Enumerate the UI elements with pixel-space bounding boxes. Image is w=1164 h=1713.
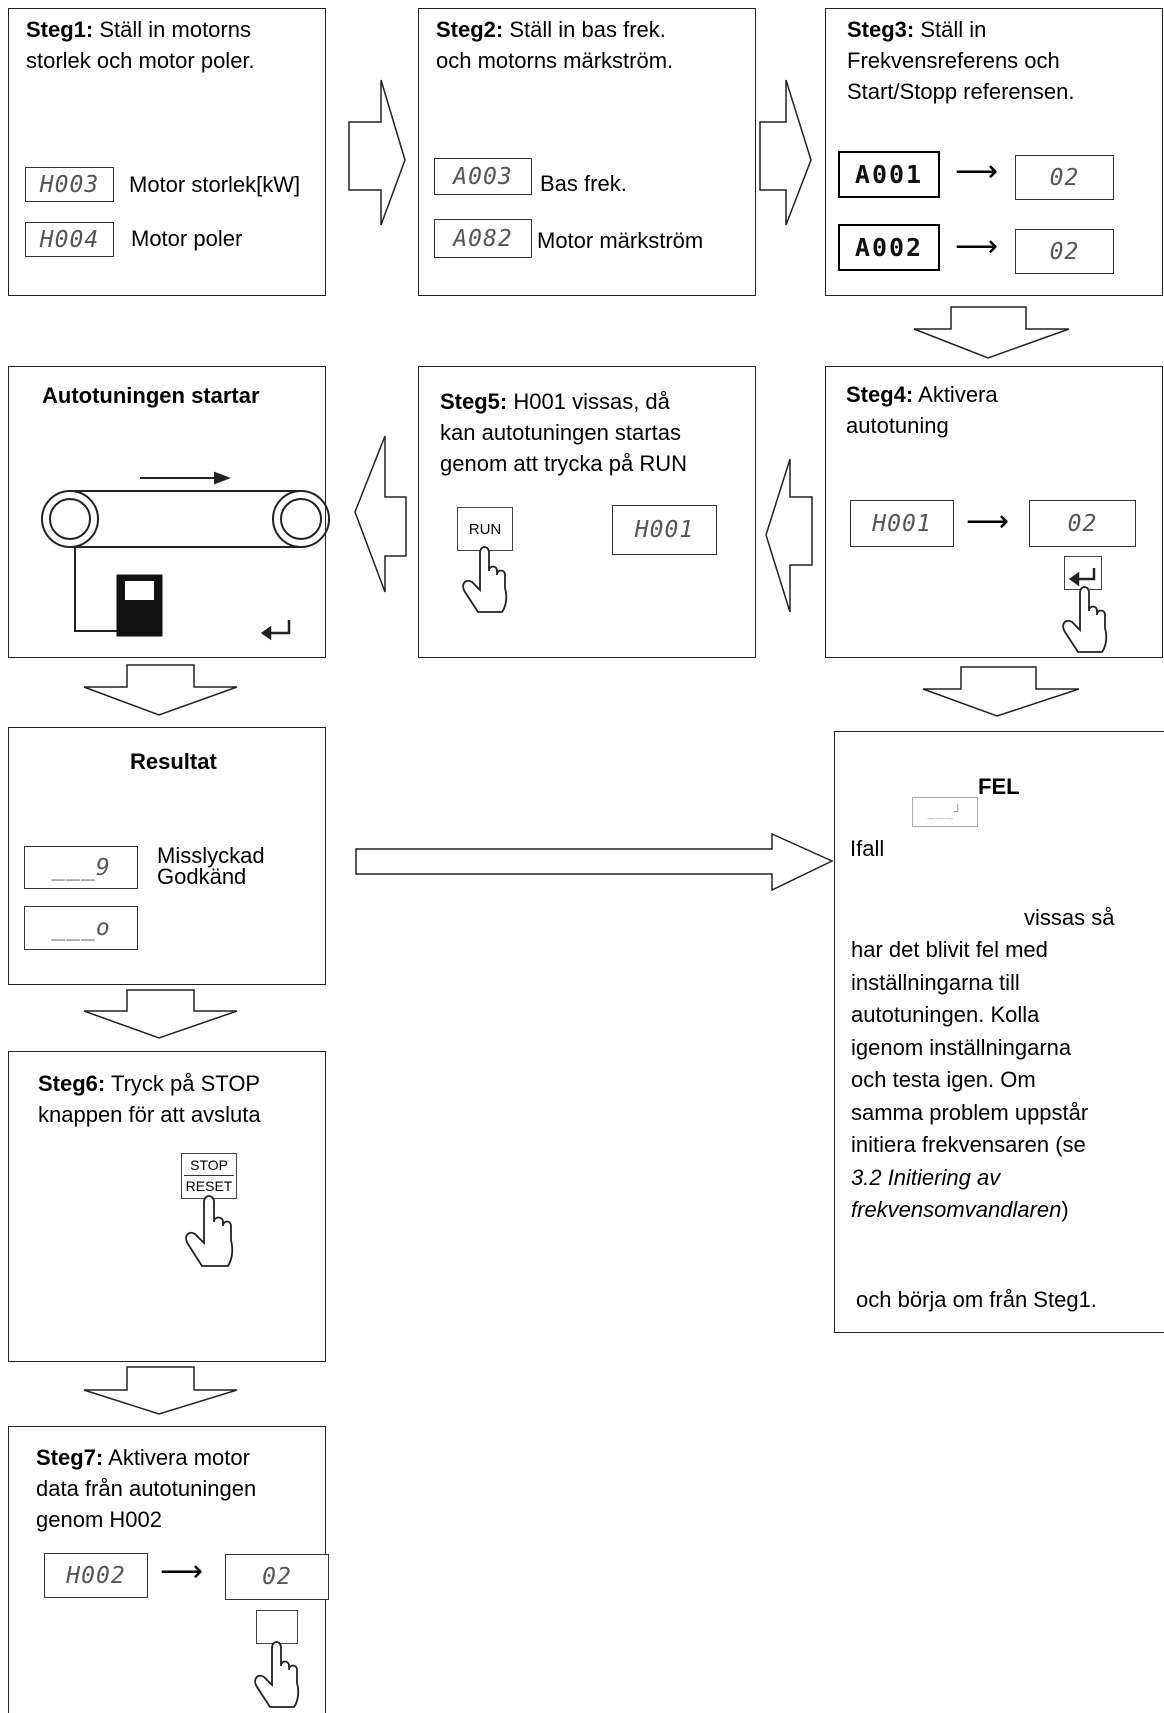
conveyor-diagram — [41, 471, 330, 632]
fel-vissas: vissas så — [1024, 905, 1115, 930]
label-motor-markstrom: Motor märkström — [537, 228, 704, 253]
stop-reset-key[interactable]: STOP RESET — [181, 1153, 237, 1199]
flow-arrow-result-fel — [355, 832, 834, 892]
enter-glyph-step7 — [260, 620, 291, 641]
step6-text: Steg6: Tryck på STOP knappen för att avs… — [38, 1071, 261, 1127]
step4-text: Steg4: Aktivera autotuning — [846, 382, 998, 438]
display-h001-value: 02 — [1029, 500, 1136, 547]
arrow-a002: ⟶ — [955, 230, 999, 263]
flow-arrow-result-step6 — [83, 989, 238, 1039]
flow-arrow-auto-result — [83, 664, 238, 716]
display-h001-step5: H001 — [612, 505, 717, 555]
auto-title: Autotuningen startar — [42, 383, 260, 408]
step1-bold: Steg1: — [26, 17, 94, 42]
fel-title: FEL — [978, 774, 1020, 799]
display-fel: ___┘ — [912, 797, 978, 827]
label-bas-frek: Bas frek. — [540, 171, 627, 196]
fel-box — [834, 731, 1164, 1333]
inverter-icon — [116, 574, 163, 637]
arrow-h001: ⟶ — [966, 505, 1010, 538]
flow-arrow-step5-auto — [354, 435, 407, 593]
display-h001-step4: H001 — [850, 500, 954, 547]
label-godkand: Godkänd — [157, 864, 247, 889]
step2-text: Steg2: Ställ in bas frek. och motorns mä… — [436, 17, 674, 73]
display-a003: A003 — [434, 158, 532, 195]
hand-icon-stop — [185, 1195, 234, 1267]
label-motor-poler: Motor poler — [131, 226, 243, 251]
display-fail: ___9 — [24, 846, 138, 889]
auto-box — [8, 366, 326, 658]
arrow-a001: ⟶ — [955, 155, 999, 188]
display-a082: A082 — [434, 219, 532, 258]
display-a001: A001 — [838, 151, 940, 198]
step3-text: Steg3: Ställ in Frekvensreferens och Sta… — [847, 17, 1075, 104]
display-a001-value: 02 — [1015, 155, 1114, 200]
flow-arrow-step3-step4 — [913, 306, 1070, 359]
enter-key-step4[interactable] — [1064, 556, 1102, 590]
flow-arrow-step1-step2 — [348, 79, 406, 226]
arrow-h002: ⟶ — [160, 1555, 204, 1588]
flow-arrow-step4-step5 — [765, 458, 813, 613]
display-h002-value: 02 — [225, 1554, 329, 1600]
label-motor-storlek: Motor storlek[kW] — [129, 172, 301, 197]
display-a002: A002 — [838, 224, 940, 271]
hand-icon-enter-step7 — [254, 1641, 300, 1708]
display-h004: H004 — [25, 222, 114, 257]
step5-text: Steg5: H001 vissas, då kan autotuningen … — [440, 389, 687, 476]
label-misslyckad: Misslyckad — [157, 843, 265, 868]
flow-arrow-step6-step7 — [83, 1366, 238, 1415]
display-ok: ___o — [24, 906, 138, 950]
display-h003: H003 — [25, 167, 114, 202]
hand-icon-enter-step4 — [1062, 586, 1108, 653]
stop-label: STOP — [184, 1155, 234, 1176]
flow-arrow-step2-step3 — [759, 79, 812, 226]
step1-text: Steg1: Ställ in motorns storlek och moto… — [26, 17, 255, 73]
flow-arrow-step4-fel — [922, 666, 1080, 717]
hand-icon-run — [462, 546, 508, 613]
reset-label: RESET — [185, 1178, 233, 1194]
result-title: Resultat — [130, 749, 217, 774]
step7-text: Steg7: Aktivera motor data från autotuni… — [36, 1445, 257, 1532]
display-a002-value: 02 — [1015, 229, 1114, 274]
display-h002: H002 — [44, 1553, 148, 1598]
enter-glyph-step4 — [1068, 568, 1096, 587]
step6-box — [8, 1051, 326, 1362]
fel-last: och börja om från Steg1. — [856, 1287, 1097, 1312]
fel-body: har det blivit fel med inställningarna t… — [851, 937, 1089, 1222]
fel-ifall: Ifall — [850, 836, 885, 861]
